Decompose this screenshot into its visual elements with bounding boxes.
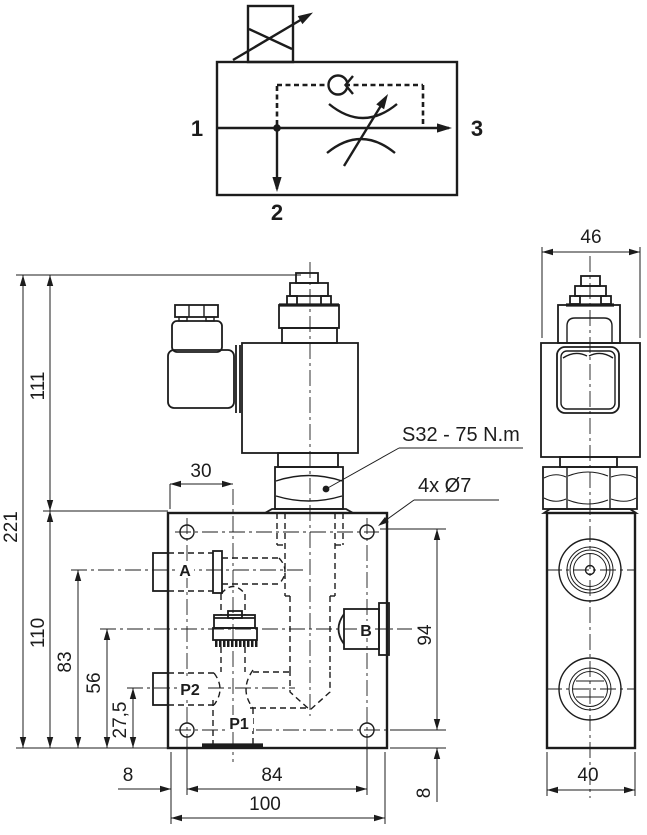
cartridge-bore-hidden	[276, 513, 344, 711]
dim-knob-offset: 30	[190, 461, 211, 482]
torque-note-text: S32 - 75 N.m	[402, 424, 520, 446]
port-a-label: A	[179, 563, 191, 580]
port-p1-label: P1	[229, 716, 249, 733]
side-hex-nut	[541, 456, 639, 514]
side-view: 46	[540, 227, 641, 798]
port-a: A	[152, 550, 286, 594]
mounting-hole	[179, 722, 195, 738]
schematic-port-3: 3	[471, 116, 483, 141]
dim-coil-width: 46	[580, 227, 601, 248]
manifold-block-front	[166, 511, 389, 750]
dim-block-height: 110	[28, 618, 49, 648]
dim-edge-to-hole: 8	[123, 765, 134, 786]
dim-total-height: 221	[1, 511, 22, 543]
mounting-hole	[359, 722, 375, 738]
schematic-port-2: 2	[271, 200, 283, 225]
holes-note: 4x Ø7	[376, 475, 499, 529]
side-solenoid-coil	[540, 342, 641, 458]
cartridge-hex-nut	[261, 452, 357, 514]
port-b: B	[337, 602, 390, 656]
din-connector	[167, 304, 241, 413]
knurl-ticks	[215, 640, 258, 647]
side-port-upper	[546, 538, 634, 602]
check-valve-symbol	[327, 74, 349, 96]
dim-hole-spacing-v: 94	[415, 624, 436, 646]
solenoid-symbol	[246, 4, 295, 64]
solenoid-arrow	[297, 8, 316, 25]
front-view-dimensions: 221 111 110 83 56 27,5 30	[1, 274, 446, 824]
holes-note-text: 4x Ø7	[418, 475, 471, 497]
adjustment-knob	[212, 585, 258, 672]
dim-hole-spacing-h: 84	[261, 765, 283, 786]
port-p1: P1	[202, 669, 308, 748]
dim-center-height: 56	[84, 672, 105, 693]
solenoid-coil	[241, 342, 359, 454]
dim-p2-height: 27,5	[110, 702, 131, 739]
adjustment-screw	[278, 272, 340, 344]
mounting-hole	[179, 524, 195, 540]
dim-port-a-height: 83	[55, 651, 76, 672]
torque-note: S32 - 75 N.m	[322, 424, 523, 493]
dim-hole-to-bottom: 8	[414, 788, 435, 799]
port-p2-label: P2	[180, 682, 200, 699]
side-adjustment-screw	[557, 275, 621, 344]
port-b-label: B	[360, 623, 372, 640]
side-port-lower	[546, 657, 634, 721]
hydraulic-schematic: 1 2 3	[191, 4, 483, 225]
front-view: A B P2	[71, 262, 523, 762]
restrictor-symbol	[328, 103, 398, 120]
mounting-hole	[359, 524, 375, 540]
schematic-port-1: 1	[191, 116, 203, 141]
dim-block-depth: 40	[577, 765, 598, 786]
manifold-block-side	[545, 511, 637, 750]
dim-block-width: 100	[249, 794, 281, 815]
dim-upper-height: 111	[28, 372, 49, 401]
port-p2: P2	[152, 672, 221, 706]
